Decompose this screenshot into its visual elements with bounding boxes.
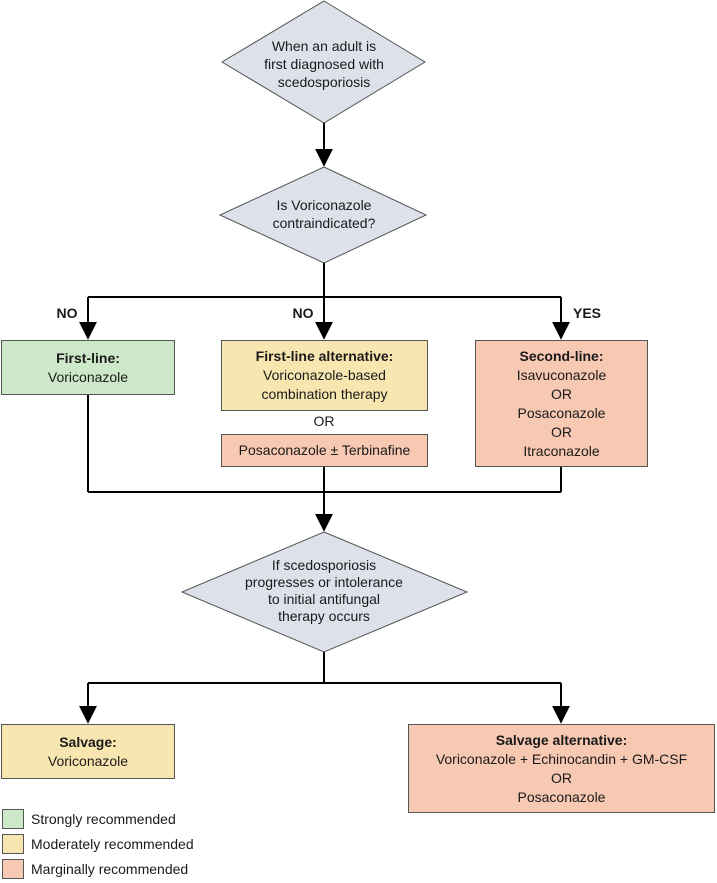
second-line-item-4: OR (551, 423, 572, 440)
legend-swatch-yellow (2, 833, 24, 854)
legend-swatch-green (2, 808, 24, 829)
or-label: OR (313, 413, 335, 429)
progression-line-1: If scedosporiosis (272, 557, 376, 573)
second-line-item-1: Isavuconazole (516, 366, 607, 383)
branch-label-no-left: NO (57, 305, 78, 321)
salvage-alt-line-2: OR (551, 769, 572, 786)
branch-label-no-middle: NO (293, 305, 314, 321)
legend-item-marginal: Marginally recommended (2, 856, 194, 881)
salvage-title: Salvage: (59, 733, 117, 750)
progression-line-4: therapy occurs (278, 608, 370, 624)
posa-terb-text: Posaconazole ± Terbinafine (238, 442, 411, 458)
legend-label-marginal: Marginally recommended (31, 860, 189, 877)
start-decision-line-3: scedosporiosis (278, 74, 371, 90)
progression-line-3: to initial antifungal (268, 591, 380, 607)
legend-item-strong: Strongly recommended (2, 806, 194, 831)
first-line-title: First-line: (56, 349, 120, 366)
first-alt-title: First-line alternative: (255, 348, 394, 364)
second-line-box: Second-line: Isavuconazole OR Posaconazo… (475, 340, 648, 467)
first-line-box: First-line: Voriconazole (1, 340, 175, 395)
salvage-drug: Voriconazole (47, 752, 129, 769)
second-line-item-5: Itraconazole (523, 442, 600, 459)
second-line-title: Second-line: (519, 347, 604, 364)
salvage-box: Salvage: Voriconazole (1, 724, 175, 779)
salvage-alt-line-3: Posaconazole (517, 788, 606, 805)
legend-item-moderate: Moderately recommended (2, 831, 194, 856)
branch-label-yes-right: YES (573, 305, 601, 321)
first-alt-line-1: Voriconazole-based (263, 367, 386, 383)
progression-line-2: progresses or intolerance (245, 574, 403, 590)
contraindication-line-2: contraindicated? (273, 215, 376, 231)
legend-label-strong: Strongly recommended (31, 810, 176, 827)
legend: Strongly recommended Moderately recommen… (2, 806, 194, 881)
legend-swatch-salmon (2, 858, 24, 879)
salvage-alternative-box: Salvage alternative: Voriconazole + Echi… (408, 724, 715, 813)
first-line-alternative-box: First-line alternative: Voriconazole-bas… (221, 340, 428, 411)
second-line-item-2: OR (551, 385, 572, 402)
contraindication-line-1: Is Voriconazole (277, 197, 372, 213)
start-decision-line-1: When an adult is (272, 38, 376, 54)
first-alt-line-2: combination therapy (261, 386, 388, 402)
salvage-alt-line-1: Voriconazole + Echinocandin + GM-CSF (435, 750, 688, 767)
start-decision-line-2: first diagnosed with (264, 56, 384, 72)
posaconazole-terbinafine-box: Posaconazole ± Terbinafine (221, 434, 428, 467)
legend-label-moderate: Moderately recommended (31, 835, 194, 852)
first-line-drug: Voriconazole (47, 368, 129, 385)
salvage-alt-title: Salvage alternative: (495, 731, 628, 748)
second-line-item-3: Posaconazole (517, 404, 606, 421)
